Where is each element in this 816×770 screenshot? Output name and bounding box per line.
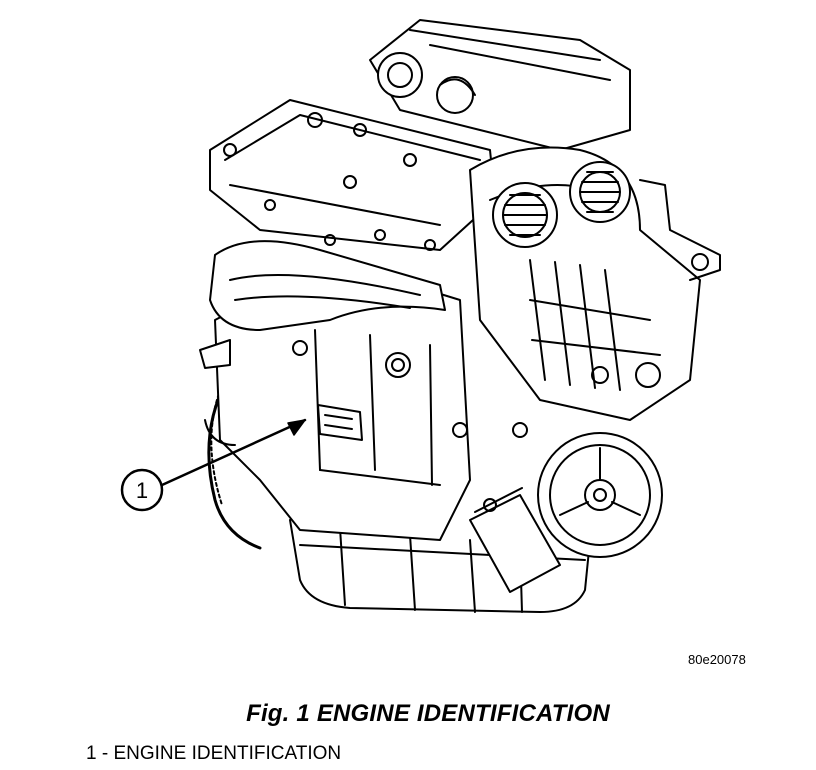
upper-plenum [369, 19, 631, 151]
legend-separator: - [96, 743, 114, 764]
callout-leader-1 [160, 418, 307, 487]
intake-manifold [209, 240, 446, 331]
cam-pulley-left [492, 182, 558, 248]
crankshaft-pulley [537, 432, 663, 558]
engine-figure: 1 [120, 19, 721, 613]
oil-filter [469, 487, 561, 593]
cylinder-head [209, 99, 496, 251]
figure-caption: Fig. 1 ENGINE IDENTIFICATION [246, 700, 610, 727]
throttle-body [377, 52, 476, 114]
callout-number-1: 1 [136, 478, 148, 503]
figure-code: 80e20078 [688, 652, 746, 667]
engine-id-pad [317, 404, 363, 441]
legend-number: 1 [86, 743, 97, 764]
cam-pulley-right [569, 161, 631, 223]
accessory-bracket [639, 179, 721, 281]
timing-grille [529, 259, 661, 391]
legend-description: ENGINE IDENTIFICATION [113, 743, 342, 764]
callout-circle-1 [120, 468, 164, 512]
engine-illustration: 1 [120, 19, 721, 613]
callout-legend: 1 - ENGINE IDENTIFICATION [86, 743, 341, 765]
